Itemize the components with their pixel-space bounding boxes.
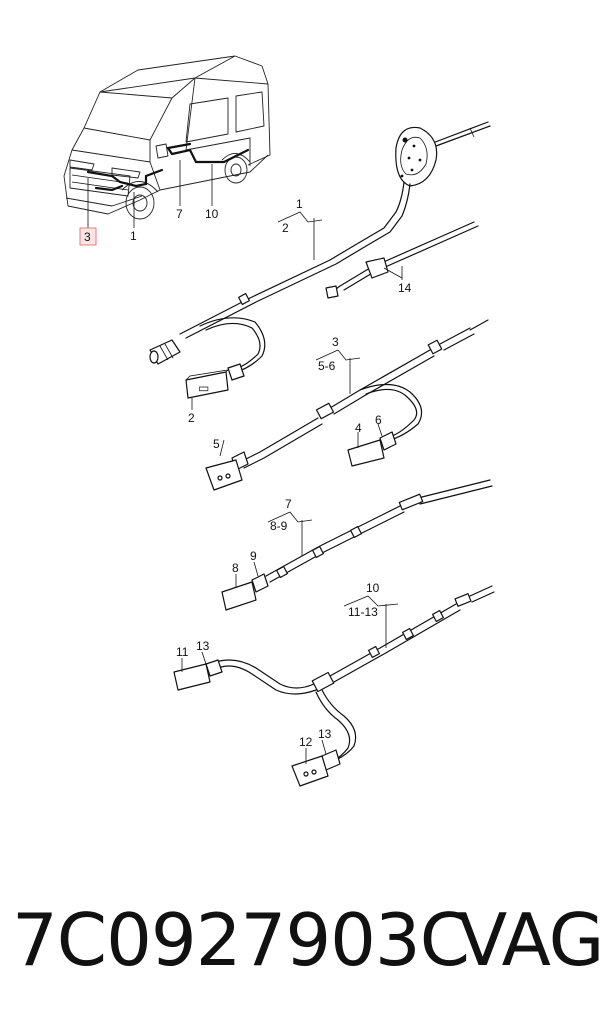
harness-group-1: ▭	[149, 121, 491, 399]
part-number: 7C0927903C	[12, 898, 470, 982]
callout-item-5: 5	[213, 437, 220, 451]
callout-group-1-sub: 2	[282, 221, 289, 235]
harness-group-3	[205, 319, 489, 491]
group-3-callout: 3 5-6 5 4 6	[213, 335, 382, 451]
callout-item-9: 9	[250, 549, 257, 563]
callout-item-13b: 13	[318, 727, 332, 741]
callout-group-7-sub: 8-9	[270, 519, 288, 533]
callout-item-4: 4	[355, 421, 362, 435]
callout-group-7: 7	[285, 497, 292, 511]
group-7-callout: 7 8-9 8 9	[232, 497, 313, 575]
callout-group-3-sub: 5-6	[318, 359, 336, 373]
brand-label: VAG	[458, 898, 600, 982]
callout-item-8: 8	[232, 561, 239, 575]
harness-group-7	[221, 479, 493, 611]
callout-vehicle-3: 3	[84, 230, 91, 244]
callout-group-3: 3	[332, 335, 339, 349]
callout-item-2: 2	[188, 411, 195, 425]
callout-item-14: 14	[398, 281, 412, 295]
callout-group-1: 1	[296, 197, 303, 211]
highlight-box-3	[79, 227, 97, 246]
callout-item-13a: 13	[196, 639, 210, 653]
footer: 7C0927903C VAG	[0, 890, 600, 1000]
callout-vehicle-7: 7	[176, 207, 183, 221]
harness-group-10	[173, 585, 495, 787]
callout-item-11: 11	[176, 645, 189, 659]
callout-group-10: 10	[366, 581, 380, 595]
group-1-callout: 1 2 2	[188, 197, 323, 425]
callout-vehicle-10: 10	[205, 207, 219, 221]
vehicle-callouts: 3 1 7 10	[79, 160, 219, 246]
callout-vehicle-1: 1	[130, 229, 137, 243]
callout-item-6: 6	[375, 413, 382, 427]
cable-tie-14: 14	[325, 221, 479, 299]
van-illustration	[63, 55, 271, 220]
callout-group-10-sub: 11-13	[348, 605, 378, 619]
svg-text:▭: ▭	[198, 381, 209, 395]
parts-diagram: 3 1 7 10 ▭	[63, 55, 495, 787]
group-10-callout: 10 11-13 11 13 12 13	[176, 581, 399, 749]
callout-item-12: 12	[299, 735, 313, 749]
